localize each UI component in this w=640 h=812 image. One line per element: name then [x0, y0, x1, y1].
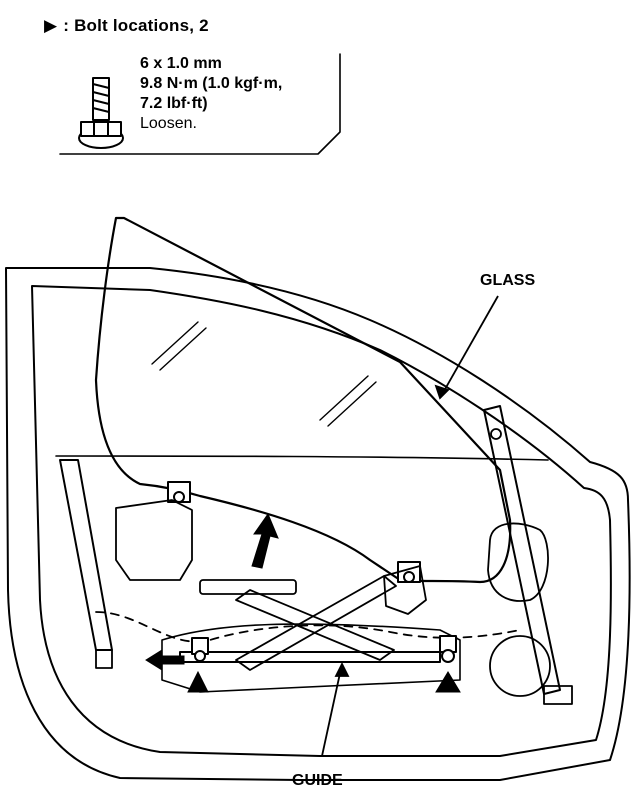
glass-reflection-lines [151, 321, 377, 427]
regulator-top-bar [199, 579, 297, 595]
lift-glass-arrow [251, 512, 279, 569]
channel-bolt-icon [490, 428, 502, 440]
guide-bolt-rear [191, 637, 209, 662]
guide-leader-line [321, 663, 343, 757]
regulator-arm-b [235, 575, 397, 671]
front-channel-bracket [543, 685, 573, 705]
glass-clamp-rear [167, 481, 191, 503]
regulator-arm-a [235, 589, 395, 661]
guide-rail [179, 651, 441, 663]
guide-bolt-front [439, 635, 457, 663]
bolt-size: 6 x 1.0 mm [140, 55, 222, 72]
bolt-action: Loosen. [140, 115, 197, 132]
door-glass [94, 216, 512, 584]
bolt-locations-text: : Bolt locations, 2 [63, 16, 209, 35]
triangle-marker-icon: ▶ [44, 16, 58, 35]
regulator-motor [383, 565, 427, 615]
bolt-torque-line1: 9.8 N·m (1.0 kgf·m, [140, 75, 283, 92]
door-panel-opening-left [115, 499, 193, 581]
guide-label: GUIDE [292, 772, 343, 789]
bolt-location-marker-front [435, 671, 461, 693]
bolt-torque-line2: 7.2 lbf·ft) [140, 95, 208, 112]
guide-leader-arrowhead [334, 661, 350, 677]
door-speaker-hole [489, 635, 551, 697]
glass-leader-line [439, 295, 499, 399]
door-outer-panel [5, 267, 631, 781]
spec-box-frame [59, 53, 341, 155]
bolt-spec: 6 x 1.0 mm 9.8 N·m (1.0 kgf·m, 7.2 lbf·f… [140, 54, 282, 134]
door-panel-opening-right [487, 522, 549, 602]
rear-run-channel [59, 459, 113, 651]
slide-guide-arrow [145, 649, 185, 671]
door-belt-line [55, 455, 549, 461]
glass-label: GLASS [480, 272, 536, 289]
bolt-locations-heading: ▶ : Bolt locations, 2 [44, 16, 209, 36]
glass-leader-arrowhead [434, 384, 450, 400]
bolt-location-marker-rear [187, 670, 209, 693]
door-inner-frame [31, 285, 612, 757]
rear-channel-bracket [95, 649, 113, 669]
flange-bolt-icon [78, 77, 124, 149]
guide-rail-housing [161, 623, 461, 693]
front-run-channel [483, 405, 561, 695]
